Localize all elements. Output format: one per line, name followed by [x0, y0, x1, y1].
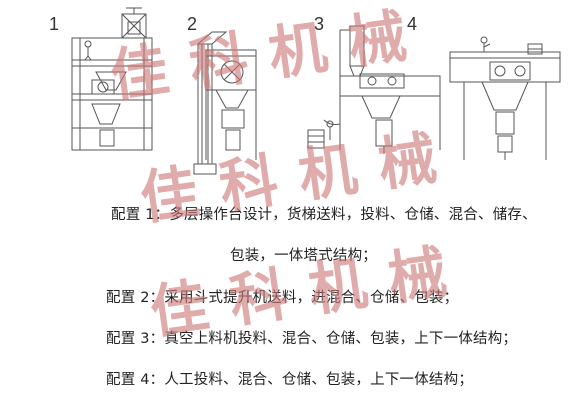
- config-2-text: 配置 2：采用斗式提升机送料，进混合、仓储、包装；: [106, 290, 459, 306]
- config-3-text: 配置 3：真空上料机投料、混合、仓储、包装，上下一体结构；: [106, 331, 518, 347]
- equipment-diagrams: [71, 7, 561, 175]
- mixer-frame-2: [205, 49, 257, 160]
- config-1-line-1: 配置 1：多层操作台设计，货梯送料，投料、仓储、混合、储存、: [111, 207, 537, 223]
- worker-figure-4: [480, 36, 491, 52]
- panel-number-4: 4: [407, 14, 418, 34]
- bucket-elevator-2: [193, 31, 228, 175]
- config-1-line-2: 包装，一体塔式结构；: [230, 248, 377, 264]
- bag-stack-3: [307, 120, 334, 149]
- tower-structure-1: [71, 37, 153, 151]
- worker-figure-1: [84, 40, 92, 61]
- panel-number-3: 3: [314, 14, 325, 34]
- config-4-text: 配置 4：人工投料、混合、仓储、包装，上下一体结构；: [106, 372, 474, 388]
- vacuum-feeder-3: [323, 25, 365, 125]
- panel-number-2: 2: [187, 14, 198, 34]
- lift-tower-1: [121, 7, 147, 39]
- platform-frame-3: [339, 73, 441, 154]
- bag-stack-4: [527, 43, 543, 55]
- mixing-platform-4: [449, 51, 561, 160]
- panel-number-1: 1: [49, 14, 60, 34]
